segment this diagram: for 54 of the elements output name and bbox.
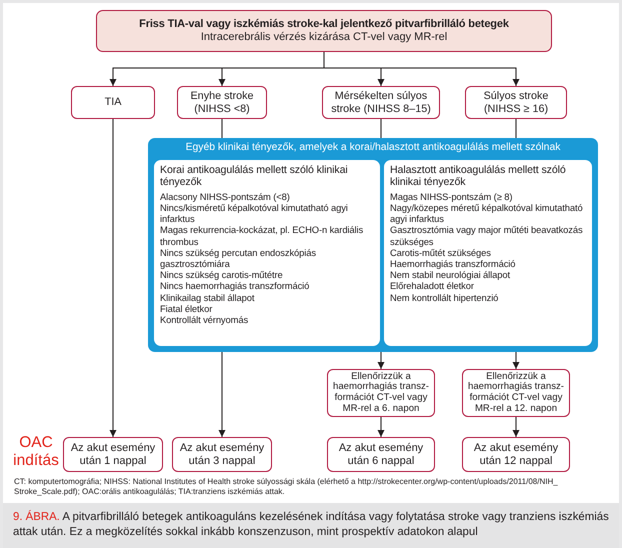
factor-list-box <box>154 160 380 346</box>
list-item: Nincs haemorrhagiás transzformáció <box>160 280 310 292</box>
box-label: Ellenőrizzük a haemorrhagiás transz-formációt CT-vel vagy MR-rel a 6. napon <box>332 372 430 414</box>
list-item: Nincs szükség carotis-műtétre <box>160 269 283 280</box>
list-item: Nem kontrollált hipertenzió <box>390 292 498 303</box>
list-item: Magas rekurrencia-kockázat, pl. ECHO-n kardiális thrombus <box>160 224 364 247</box>
arrow <box>378 416 384 438</box>
outcome-box <box>327 437 435 472</box>
box-heading: Halasztott antikoagulálás mellett szóló klinikai tényezők <box>390 164 567 189</box>
arrow <box>512 352 520 370</box>
category-box <box>322 86 440 119</box>
arrow <box>378 352 384 370</box>
outcome-box <box>63 437 163 472</box>
list-item: Magas NIHSS-pontszám (≥ 8) <box>390 190 512 202</box>
category-box <box>465 86 567 119</box>
list-item: Gasztrosztómia vagy major műtéti beavatkozás szükséges <box>390 224 584 247</box>
list-item: Nincs szükség percutan endoszkópiás gasztrosztómiára <box>160 246 317 270</box>
list-item: Carotis-műtét szükséges <box>390 246 491 258</box>
arrow <box>512 416 520 438</box>
box-label: Enyhe stroke (NIHSS <8) <box>189 90 254 115</box>
list-item: Nagy/közepes méretű képalkotóval kimutatható agyi infarktus <box>390 202 584 224</box>
box-label: Ellenőrizzük a haemorrhagiás transz-formációt CT-vel vagy MR-rel a 12. napon <box>467 372 565 414</box>
outcome-box <box>172 437 272 472</box>
box-heading: Friss TIA-val vagy iszkémiás stroke-kal jelentkező pitvarfibrilláló betegek <box>139 18 509 31</box>
list-item: Nincs/kisméretű képalkotóval kimutatható agyi infarktus <box>160 202 349 224</box>
list-item: Nem stabil neurológiai állapot <box>390 269 510 280</box>
box-label: Mérsékelten súlyos stroke (NIHSS 8–15) <box>330 90 432 115</box>
panel-heading: Egyéb klinikai tényezők, amelyek a korai/halasztott antikoagulálás mellett szólnak <box>186 142 560 154</box>
header-box <box>96 10 552 52</box>
category-box <box>71 86 155 119</box>
connector-line <box>380 118 382 138</box>
footnote: CT: komputertomográfia; NIHSS: National Institutes of Health stroke súlyossági skála (elérhető a http://strokecenter.org/wp-content/uploads/2011/08/NIH_ Stroke_Scale.pdf); OAC:orális antikoagulálás; TIA:tranziens iszkémiás attak. <box>14 477 559 498</box>
arrow <box>218 352 226 438</box>
factor-list-box <box>384 160 592 346</box>
box-subtitle: Intracerebrális vérzés kizárása CT-vel vagy MR-rel <box>200 31 448 44</box>
row-label: OAC indítás <box>12 434 60 470</box>
category-box <box>177 86 267 119</box>
box-label: TIA <box>104 96 122 109</box>
list-item: Alacsony NIHSS-pontszám (<8) <box>160 190 290 202</box>
factor-panel <box>148 138 598 352</box>
arrow <box>110 118 116 438</box>
list-item: Fiatal életkor <box>160 302 212 314</box>
box-label: Az akut esemény után 12 nappal <box>472 442 560 468</box>
list-item: Előrehaladott életkor <box>390 280 474 292</box>
list-item: Klinikailag stabil állapot <box>160 292 254 303</box>
outcome-box <box>462 437 570 472</box>
box-heading: Korai antikoagulálás mellett szóló klinikai tényezők <box>160 164 349 189</box>
box-label: Súlyos stroke (NIHSS ≥ 16) <box>482 90 550 115</box>
list-item: Kontrollált vérnyomás <box>160 314 248 326</box>
list-item: Haemorrhagiás transzformáció <box>390 258 516 270</box>
box-label: Az akut esemény után 3 nappal <box>178 442 266 468</box>
box-label: Az akut esemény után 1 nappal <box>70 442 156 468</box>
box-label: Az akut esemény után 6 nappal <box>338 442 424 468</box>
arrow <box>324 52 520 86</box>
